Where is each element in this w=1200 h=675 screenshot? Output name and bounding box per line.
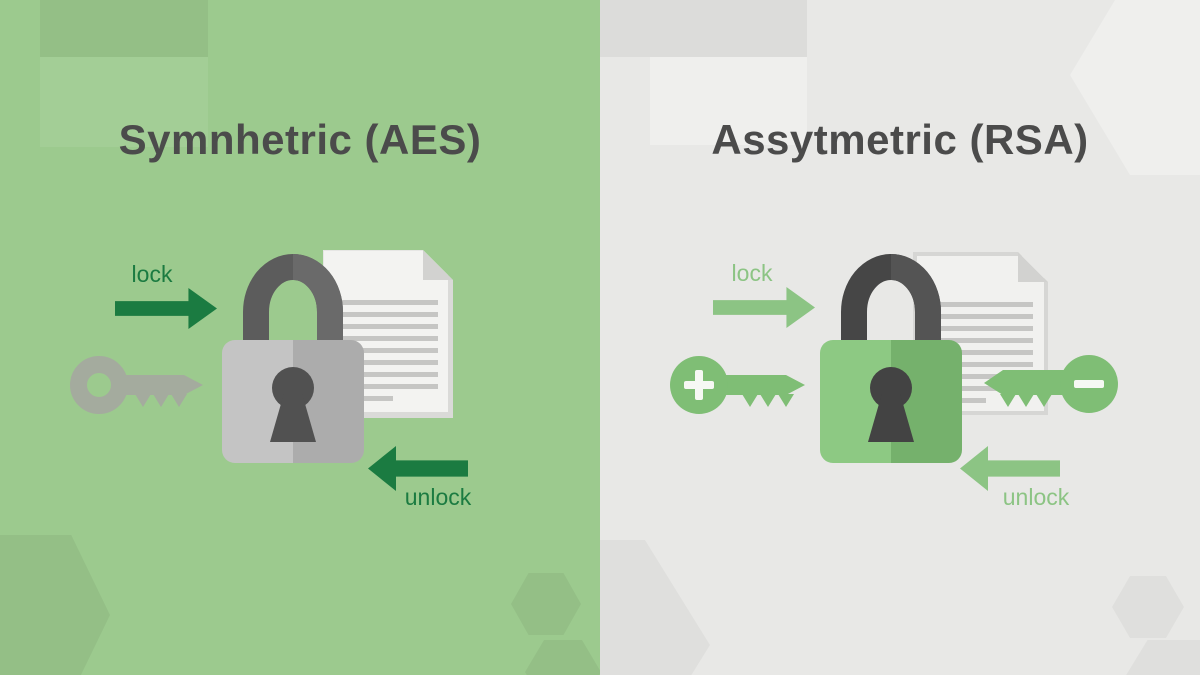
shackle <box>841 254 941 344</box>
unlock-label: unlock <box>1002 484 1070 510</box>
square-decoration <box>650 57 807 145</box>
hexagon-decoration <box>600 540 710 675</box>
lock-arrow-icon <box>713 287 815 328</box>
hexagon-decoration <box>0 535 110 675</box>
public-key-plus-icon <box>670 356 805 414</box>
hexagon-decoration <box>525 640 600 675</box>
square-decoration <box>40 0 208 57</box>
page-fold <box>423 250 453 280</box>
hexagon-decoration <box>511 573 581 635</box>
lock-label: lock <box>731 260 773 286</box>
lock-label: lock <box>131 261 173 287</box>
shared-key-icon <box>70 356 203 414</box>
document-text-lines <box>338 300 438 408</box>
private-key-minus-icon <box>984 355 1118 413</box>
unlock-label: unlock <box>404 484 472 510</box>
symmetric-panel: Symnhetric (AES) <box>0 0 600 675</box>
plus-icon <box>695 370 703 400</box>
hexagon-decoration <box>1120 640 1200 675</box>
square-decoration <box>40 57 208 147</box>
asymmetric-title: Assytmetric (RSA) <box>711 116 1089 163</box>
lock-arrow-icon <box>115 288 217 329</box>
hexagon-decoration <box>1112 576 1184 638</box>
padlock-icon <box>820 254 962 463</box>
minus-icon <box>1074 380 1104 388</box>
padlock-icon <box>222 254 364 463</box>
symmetric-title: Symnhetric (AES) <box>118 116 482 163</box>
square-decoration <box>600 0 807 57</box>
asymmetric-panel: Assytmetric (RSA) <box>600 0 1200 675</box>
page-fold <box>1018 252 1048 282</box>
shackle <box>243 254 343 344</box>
